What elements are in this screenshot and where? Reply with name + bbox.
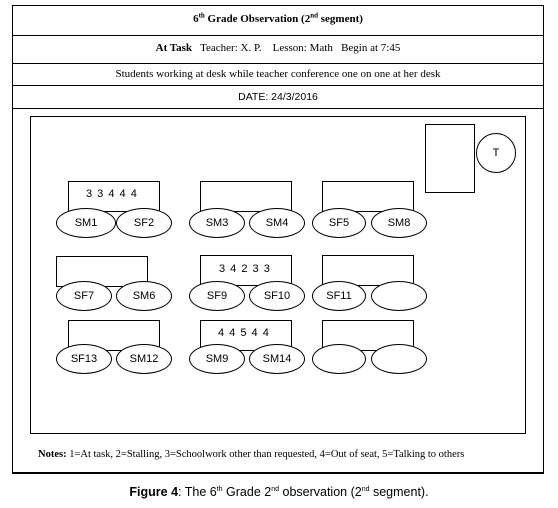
at-task-label: At Task — [155, 42, 193, 54]
caption-superscript: th — [216, 485, 223, 493]
student-id: SF11 — [326, 290, 352, 302]
caption-text: : The 6 — [178, 485, 217, 499]
activity-description: Students working at desk while teacher c… — [115, 68, 441, 80]
student-desk: 3 3 4 4 4 — [68, 181, 160, 212]
student-seat: SF7 — [56, 281, 112, 311]
student-seat — [371, 344, 427, 374]
student-id: SF2 — [133, 217, 155, 229]
figure-caption: Figure 4: The 6th Grade 2nd observation … — [0, 485, 558, 499]
student-desk — [322, 181, 414, 212]
student-seat: SF5 — [312, 208, 366, 238]
student-seat: SM12 — [116, 344, 172, 374]
row-divider — [12, 35, 544, 36]
title-text: Grade Observation (2 — [204, 13, 311, 25]
student-desk — [322, 255, 414, 286]
session-info: At Task Teacher: X. P. Lesson: Math Begi… — [12, 42, 544, 54]
observation-date: DATE: 24/3/2016 — [238, 91, 318, 103]
title-superscript: nd — [310, 11, 319, 20]
student-seat: SM6 — [116, 281, 172, 311]
student-seat: SF9 — [189, 281, 245, 311]
behavior-score: 3 4 2 3 3 — [219, 263, 271, 275]
student-seat: SF11 — [312, 281, 366, 311]
student-seat: SM9 — [189, 344, 245, 374]
title-text: 6 — [193, 13, 199, 25]
title-superscript: th — [198, 11, 205, 20]
title-text: segment) — [318, 13, 363, 25]
behavior-score: 3 3 4 4 4 — [86, 188, 138, 200]
row-divider — [12, 85, 544, 86]
student-seat: SM14 — [249, 344, 305, 374]
student-seat — [371, 281, 427, 311]
row-divider — [12, 108, 544, 109]
teacher-info: Teacher: X. P. — [200, 42, 262, 54]
lesson-info: Lesson: Math — [272, 42, 333, 54]
student-id: SF5 — [328, 217, 350, 229]
student-seat — [312, 344, 366, 374]
student-desk: 3 4 2 3 3 — [200, 255, 292, 286]
student-seat: SM3 — [189, 208, 245, 238]
classroom-area — [30, 116, 526, 434]
student-seat: SF10 — [249, 281, 305, 311]
student-id: SM14 — [262, 353, 292, 365]
student-id: SM6 — [132, 290, 156, 302]
caption-text: segment). — [369, 485, 429, 499]
notes-label: Notes: — [38, 449, 67, 460]
student-id: SM4 — [265, 217, 289, 229]
student-id: SM9 — [205, 353, 229, 365]
student-desk — [200, 181, 292, 212]
begin-time: Begin at 7:45 — [341, 42, 401, 54]
observation-table — [12, 5, 544, 473]
student-seat: SM8 — [371, 208, 427, 238]
teacher-circle: T — [476, 133, 516, 173]
student-id: SF9 — [206, 290, 228, 302]
caption-text: observation (2 — [279, 485, 362, 499]
caption-label: Figure 4 — [129, 485, 179, 499]
student-seat: SF2 — [116, 208, 172, 238]
behavior-score: 4 4 5 4 4 — [218, 327, 270, 339]
student-id: SF10 — [263, 290, 291, 302]
teacher-label: T — [492, 147, 500, 159]
caption-superscript: nd — [271, 485, 280, 493]
student-id: SF13 — [70, 353, 98, 365]
row-divider — [12, 473, 544, 474]
caption-text: Grade 2 — [222, 485, 272, 499]
student-id: SM3 — [205, 217, 229, 229]
row-divider — [12, 63, 544, 64]
notes-legend: Notes: 1=At task, 2=Stalling, 3=Schoolwo… — [38, 449, 538, 460]
student-id: SM1 — [74, 217, 98, 229]
student-id: SM12 — [129, 353, 159, 365]
observation-title: 6th Grade Observation (2nd segment) — [12, 11, 544, 25]
student-id: SF7 — [73, 290, 95, 302]
student-seat: SM4 — [249, 208, 305, 238]
student-seat: SM1 — [56, 208, 116, 238]
student-id: SM8 — [387, 217, 411, 229]
student-seat: SF13 — [56, 344, 112, 374]
teacher-desk — [425, 124, 475, 193]
caption-superscript: nd — [361, 485, 370, 493]
notes-text: 1=At task, 2=Stalling, 3=Schoolwork othe… — [66, 449, 465, 460]
